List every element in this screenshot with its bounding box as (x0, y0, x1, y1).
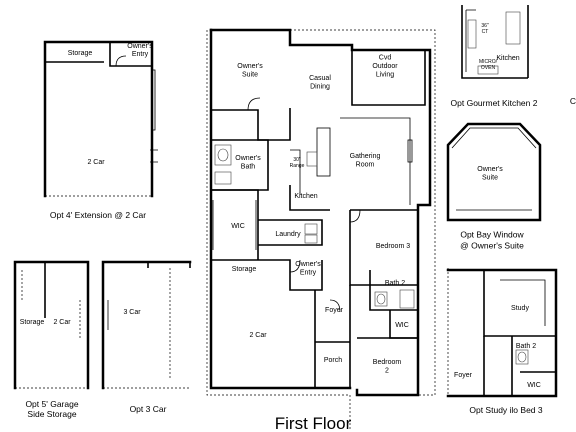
foyer-label: Foyer (325, 307, 344, 314)
garage-label: 2 Car (87, 159, 105, 166)
kitchen-label: Kitchen (294, 193, 317, 200)
opt-study-plan: Study Bath 2 Foyer WIC Opt Study ilo Bed… (446, 268, 558, 415)
garage-label: 2 Car (53, 319, 71, 326)
opt-gourmet-kitchen-plan: 36"CT Kitchen MICRO/OVEN Opt Gourmet Kit… (451, 5, 538, 108)
storage-label: Storage (232, 266, 257, 273)
opt-3-car-plan: 3 Car Opt 3 Car (101, 260, 192, 414)
laundry-label: Laundry (275, 231, 301, 238)
micro-oven-label: MICRO/OVEN (479, 59, 498, 71)
opt-bay-caption: Opt Bay Window@ Owner's Suite (460, 230, 524, 251)
opt-3-car-caption: Opt 3 Car (130, 404, 167, 414)
kitchen-label: Kitchen (496, 55, 519, 62)
foyer-label: Foyer (454, 372, 473, 379)
opt-extension-caption: Opt 4' Extension @ 2 Car (50, 210, 146, 220)
wic-label: WIC (231, 223, 245, 230)
porch-label: Porch (324, 357, 342, 364)
edge-glyph: C (570, 96, 576, 106)
ct-label: 36"CT (481, 23, 489, 35)
garage-label: 2 Car (249, 332, 267, 339)
wic-label: WIC (527, 382, 541, 389)
study-label: Study (511, 305, 529, 312)
bath-2-label: Bath 2 (385, 280, 405, 287)
garage-label: 3 Car (123, 309, 141, 316)
hall-wic-label: WIC (395, 322, 409, 329)
floor-title: First Floor (275, 414, 352, 432)
opt-gourmet-caption: Opt Gourmet Kitchen 2 (451, 98, 538, 108)
storage-label: Storage (20, 319, 45, 326)
bath-2-label: Bath 2 (516, 343, 536, 350)
bedroom-3-label: Bedroom 3 (376, 243, 410, 250)
opt-study-caption: Opt Study ilo Bed 3 (469, 405, 543, 415)
storage-label: Storage (68, 50, 93, 57)
range-label: 30"Range (290, 157, 305, 169)
